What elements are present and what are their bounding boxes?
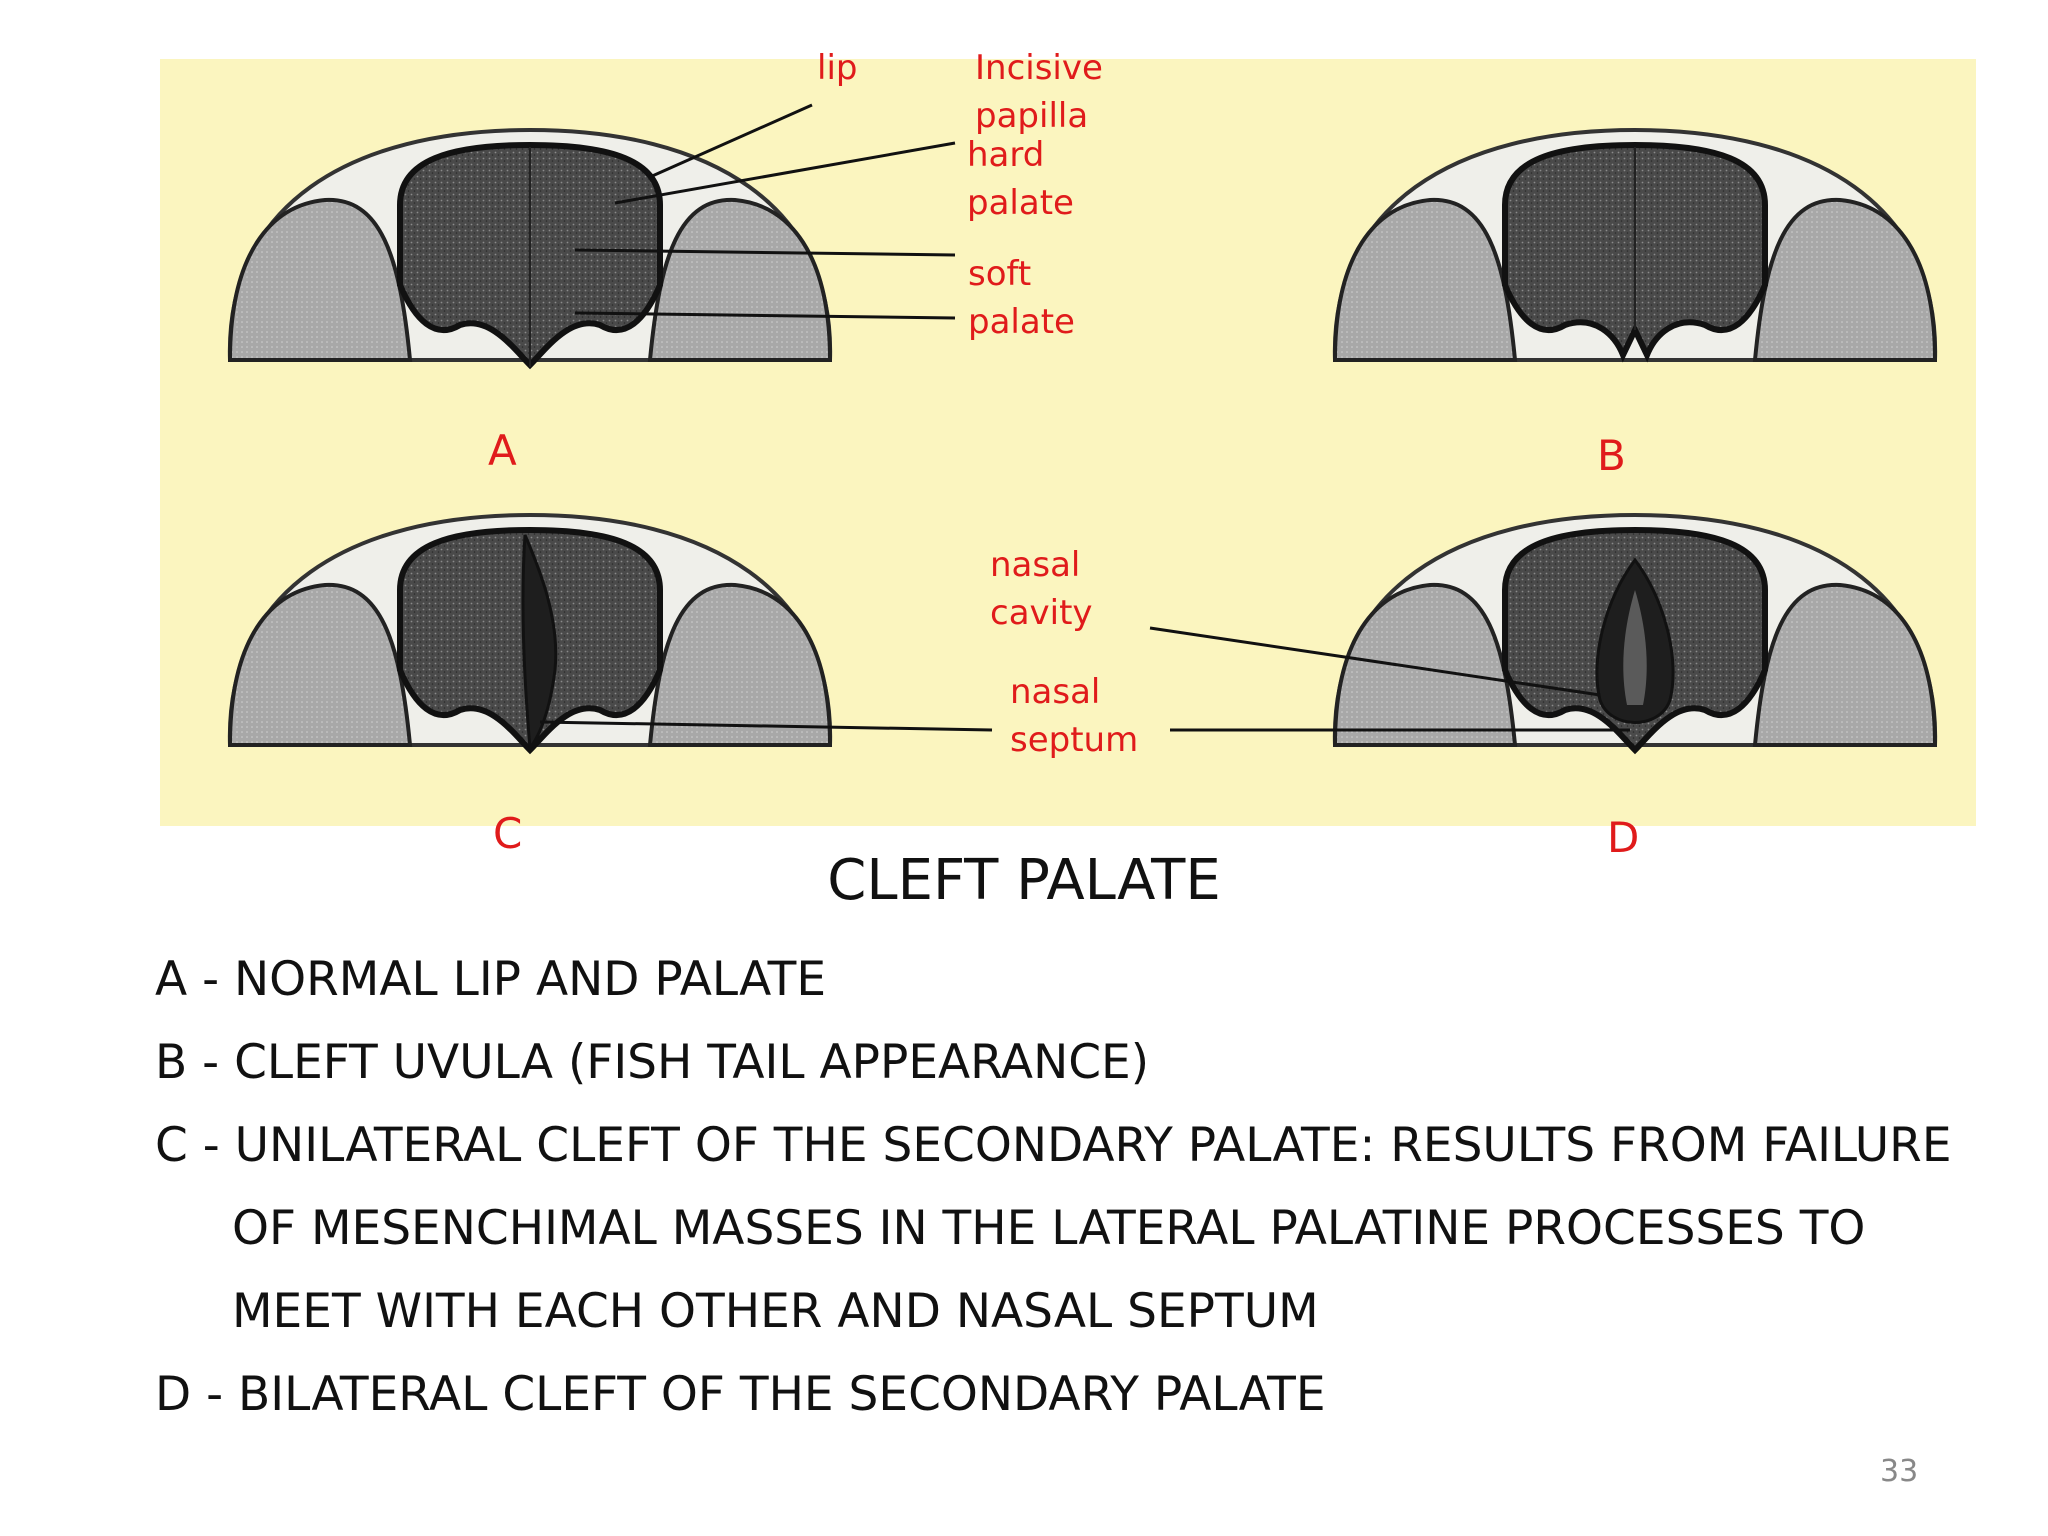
leader-lines: [539, 103, 1630, 732]
label-nasal-cavity: nasal cavity: [990, 545, 1093, 633]
panel-letter-d: D: [1607, 813, 1640, 862]
leader-line-nasal-cavity: [1149, 626, 1601, 697]
label-lip: lip: [817, 48, 858, 88]
palate-diagram-b: [1332, 128, 1938, 363]
palate-diagram-a: [227, 128, 833, 370]
leader-line-nasal-septum-c: [539, 720, 993, 732]
panel-letter-a: A: [488, 426, 517, 475]
label-soft-palate: soft palate: [968, 254, 1075, 342]
slide-title: CLEFT PALATE: [827, 848, 1221, 913]
panel-letter-b: B: [1597, 431, 1626, 480]
caption-c: C - UNILATERAL CLEFT OF THE SECONDARY PA…: [155, 1118, 1952, 1173]
caption-c-continued-2: MEET WITH EACH OTHER AND NASAL SEPTUM: [232, 1284, 1319, 1339]
leader-line-lip: [649, 103, 813, 179]
leader-line-soft-palate: [574, 311, 956, 320]
palate-diagram-d: [1332, 513, 1938, 755]
page-number: 33: [1880, 1454, 1919, 1489]
label-hard-palate: hard palate: [967, 135, 1074, 223]
caption-a: A - NORMAL LIP AND PALATE: [155, 952, 827, 1007]
label-nasal-septum: nasal septum: [1010, 672, 1139, 760]
caption-list: A - NORMAL LIP AND PALATE B - CLEFT UVUL…: [155, 938, 2015, 1436]
label-incisive-papilla: Incisive papilla: [975, 48, 1103, 136]
leader-line-hard-palate: [574, 248, 956, 257]
caption-b: B - CLEFT UVULA (FISH TAIL APPEARANCE): [155, 1035, 1150, 1090]
caption-d: D - BILATERAL CLEFT OF THE SECONDARY PAL…: [155, 1367, 1326, 1422]
panel-letter-c: C: [493, 809, 523, 858]
caption-c-continued-1: OF MESENCHIMAL MASSES IN THE LATERAL PAL…: [232, 1201, 1866, 1256]
leader-line-incisive-papilla: [614, 141, 956, 205]
palate-diagram-c: [227, 513, 833, 755]
